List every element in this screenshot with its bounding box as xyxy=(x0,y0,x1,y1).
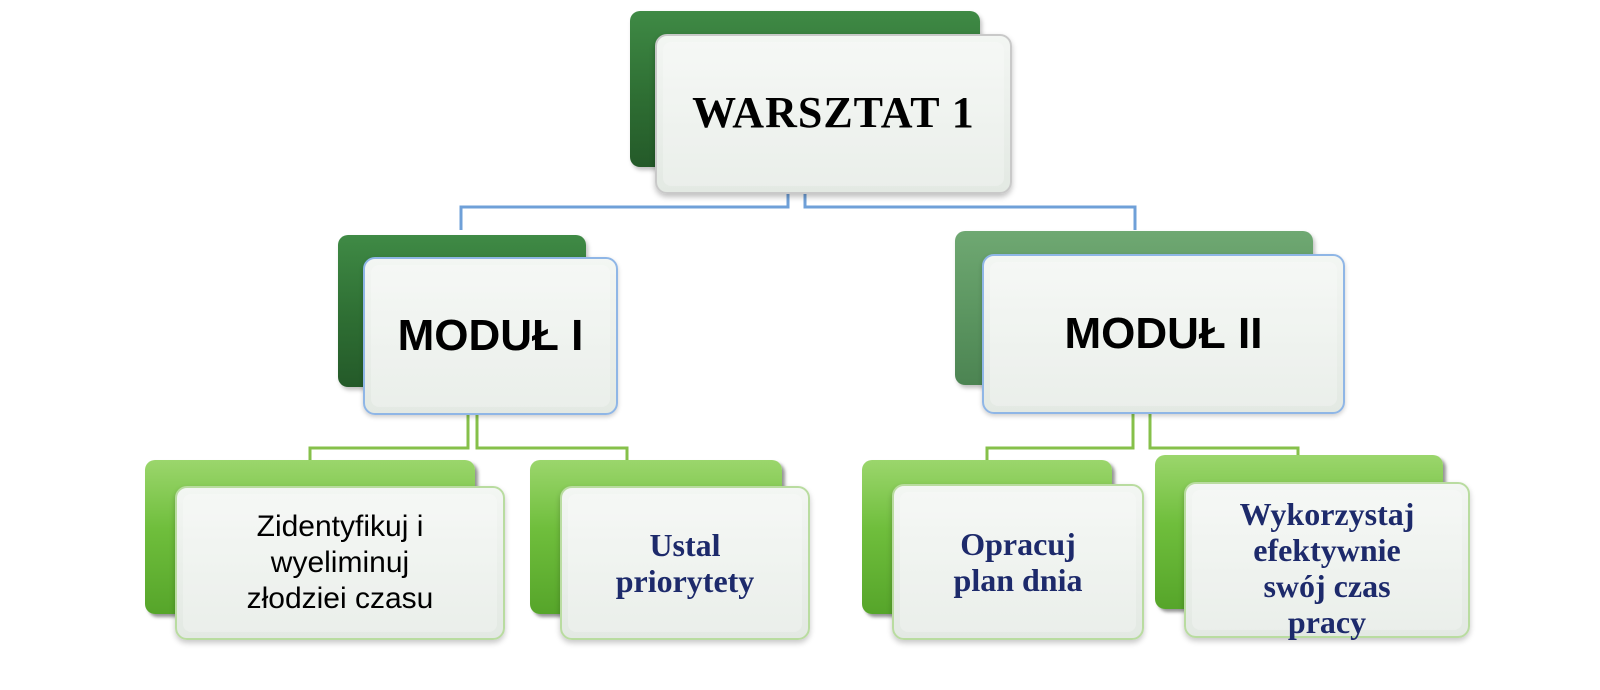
task-1-node: Zidentyfikuj i wyeliminuj złodziei czasu xyxy=(175,486,505,640)
task-1-line: wyeliminuj xyxy=(270,546,410,579)
module-1-label: MODUŁ I xyxy=(397,311,584,360)
task-2-node: Ustal priorytety xyxy=(560,486,810,640)
module-1-node: MODUŁ I xyxy=(363,257,618,415)
task-1-line: Zidentyfikuj i xyxy=(256,510,424,543)
module-2-label: MODUŁ II xyxy=(1064,309,1263,358)
task-4-line: efektywnie xyxy=(1253,532,1401,568)
connector-module1-task2 xyxy=(475,405,629,470)
task-4-node: Wykorzystaj efektywnie swój czas pracy xyxy=(1184,482,1470,640)
task-3-line: Opracuj xyxy=(960,526,1076,562)
task-4-text: Wykorzystaj efektywnie swój czas pracy xyxy=(1240,496,1415,640)
diagram-title: WARSZTAT 1 xyxy=(692,87,975,137)
title-node: WARSZTAT 1 xyxy=(655,34,1012,194)
task-2-line: priorytety xyxy=(615,563,755,599)
task-2-text: Ustal priorytety xyxy=(616,527,755,599)
task-1-text: Zidentyfikuj i wyeliminuj złodziei czasu xyxy=(247,509,434,617)
task-4-line: swój czas xyxy=(1263,568,1391,604)
connector-module1-task1 xyxy=(308,405,470,468)
module-2-node: MODUŁ II xyxy=(982,254,1345,414)
task-2-line: Ustal xyxy=(649,527,721,563)
task-1-line: złodziei czasu xyxy=(246,582,434,615)
task-4-line: pracy xyxy=(1287,604,1367,640)
task-3-line: plan dnia xyxy=(953,562,1083,598)
task-4-line: Wykorzystaj xyxy=(1239,496,1415,532)
task-3-node: Opracuj plan dnia xyxy=(892,484,1144,640)
connector-module2-task1 xyxy=(985,405,1135,468)
task-3-text: Opracuj plan dnia xyxy=(954,526,1083,598)
